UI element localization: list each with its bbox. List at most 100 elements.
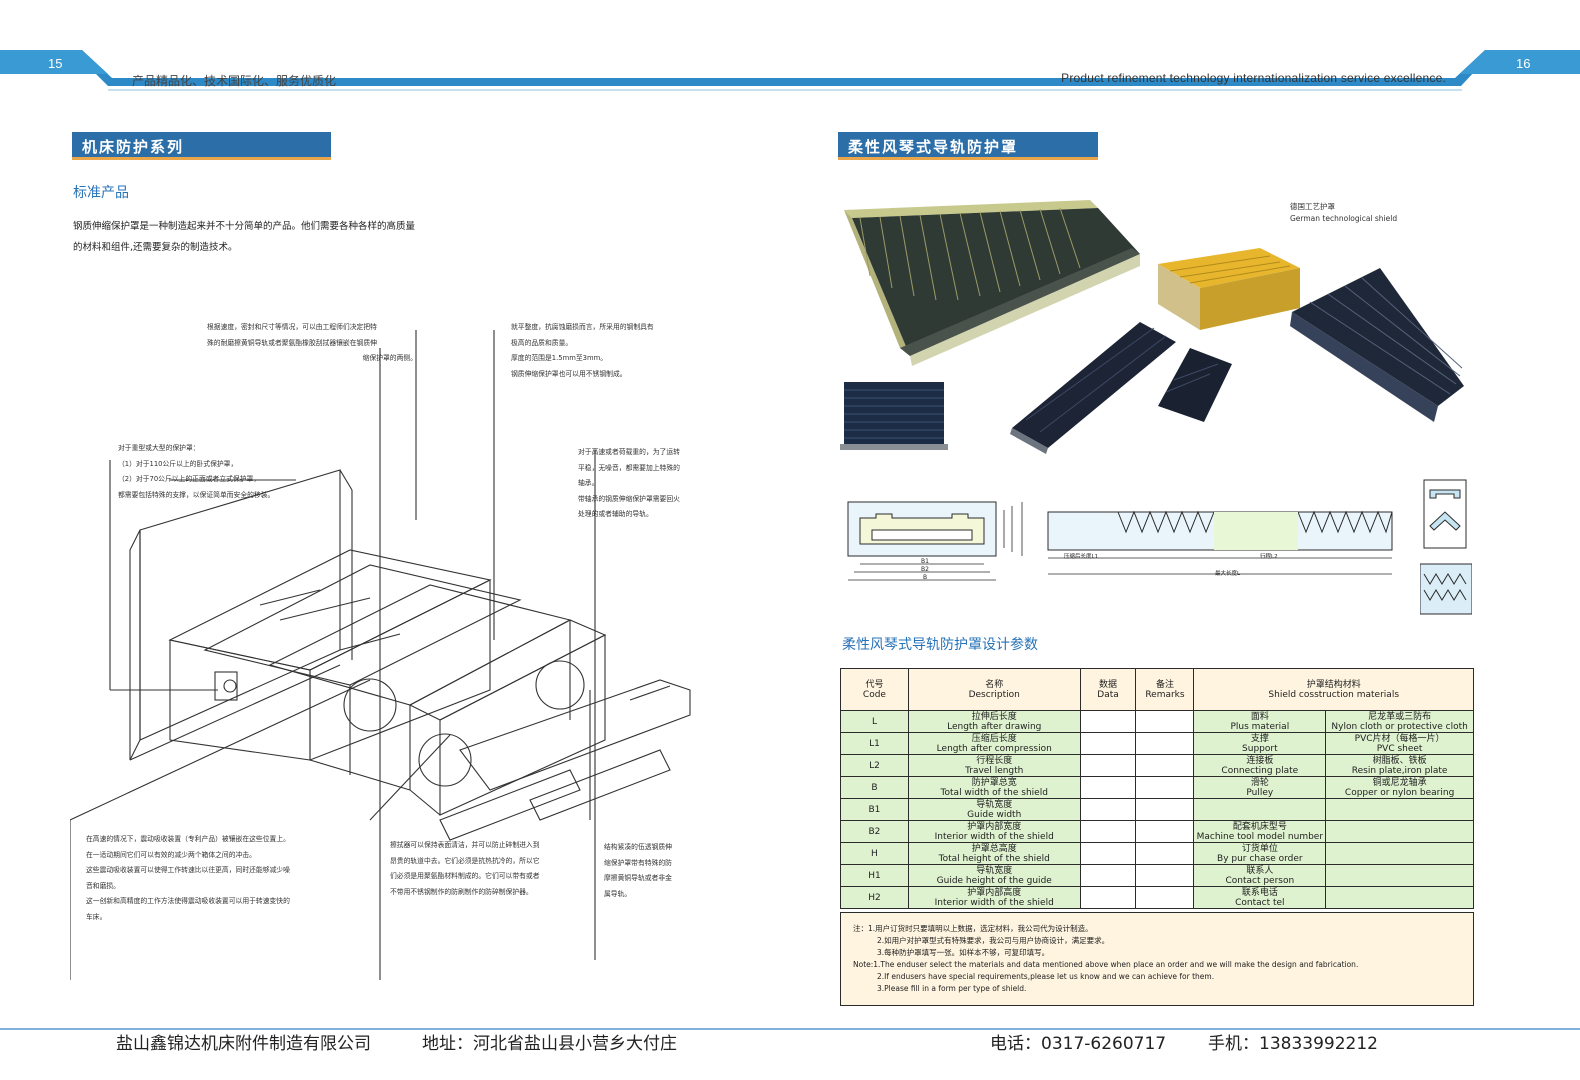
note-bottom-3: 结构紧凑的伍透钢质伸 缩保护罩带有特殊的防 摩擦黄铜导轨或者非金 属导轨。 [604,840,709,902]
table-cell-data [1079,710,1137,733]
note-bottom-1: 在高速的情况下，震动吸收装置（专利产品）被镶嵌在这些位置上。 在一适动期间它们可… [86,832,386,925]
intro-line: 钢质伸缩保护罩是一种制造起来并不十分简单的产品。他们需要各种各样的高质量 [73,221,416,232]
german-label: 德国工艺护罩 German technological shield [1290,201,1397,225]
long-bellows-shield [844,200,1140,366]
upright-bellows-shield [1158,348,1232,422]
table-cell-code: B [840,776,909,799]
left-subtitle: 标准产品 [73,185,129,201]
side-view-diagram [1047,510,1393,575]
note-line: （1）对于110公斤以上的卧式保护罩， [118,459,238,468]
cell-text: B1 [868,804,881,815]
label-compressed: 压缩后长度L1 [1064,554,1099,560]
note-line: 缩保护罩的两侧。 [362,354,417,362]
note-line: 结构紧凑的伍透钢质伸 [604,843,672,851]
table-cell-val: PVC片材（每格一片）PVC sheet [1325,732,1474,755]
table-cell-rem [1135,710,1195,733]
label-travel: 行程L2 [1260,554,1278,560]
cell-text: Travel length [965,765,1024,776]
cell-text: Total height of the shield [938,853,1050,864]
note-line: Note:1.The enduser select the materials … [853,960,1359,969]
cell-text: 滑轮 [1250,777,1269,788]
table-cell-mat [1193,798,1327,821]
note-mid-right: 对于高速或者荷载重的，为了运转 平稳，无噪音，都需要加上特殊的 轴承。 带轴承的… [578,445,718,523]
cell-text: Connecting plate [1221,765,1299,776]
note-line: 就平整度，抗腐蚀磨损而言，所采用的钢制具有 [511,323,654,331]
cell-text: 护罩内部宽度 [967,821,1022,832]
note-line: 在高速的情况下，震动吸收装置（专利产品）被镶嵌在这些位置上。 [86,835,290,843]
right-slogan: Product refinement technology internatio… [1061,71,1446,85]
note-line: 在一适动期间它们可以有效的减少两个箱体之间的冲击。 [86,850,256,859]
table-title: 柔性风琴式导轨防护罩设计参数 [842,637,1038,653]
cell-text: Copper or nylon bearing [1344,787,1455,798]
flat-bellows-shield [840,382,948,450]
cell-text: Nylon cloth or protective cloth [1331,721,1468,732]
cell-text: 配套机床型号 [1232,821,1287,832]
note-line: 音和磨损。 [86,881,120,890]
table-cell-code: H1 [840,864,909,887]
table-cell-rem [1135,754,1195,777]
cell-text: 铜或尼龙轴承 [1372,777,1427,788]
right-section-banner: 柔性风琴式导轨防护罩 [838,132,1098,160]
cell-text: H2 [868,892,881,903]
table-cell-data [1079,820,1137,843]
cell-text: PVC sheet [1376,743,1423,754]
note-line: 带轴承的钢质伸缩保护罩需要回火 [578,494,680,503]
note-line: 车床。 [86,912,107,921]
note-line: 都需要包括特殊的支撑，以保证简单而安全的移装。 [118,490,275,499]
footer-mobile: 手机：13833992212 [1208,1034,1378,1054]
note-line: 不带用不锈钢制作的防刷制作的防碎制保护器。 [390,887,533,896]
note-line: 摩擦黄铜导轨或者非金 [604,874,672,882]
label-max-length: 最大长度L [1215,571,1241,577]
footer-phone: 电话：0317-6260717 [990,1034,1167,1054]
note-line: 们必须是用聚氨酯材料制成的。它们可以带有或者 [390,872,540,880]
cell-text: 树脂板、铁板 [1372,755,1427,766]
left-slogan: 产品精品化、技术国际化、服务优质化 [132,74,337,88]
table-cell-rem [1135,842,1195,865]
table-cell-val [1325,886,1474,909]
right-page-number: 16 [1516,56,1531,71]
cell-text: 支撑 [1250,733,1269,744]
yellow-bellows-shield [1158,248,1300,330]
cell-text: 联系电话 [1241,887,1278,898]
note-line: 平稳，无噪音，都需要加上特殊的 [578,463,680,472]
product-photos [840,200,1464,454]
label-b: B [922,574,928,581]
right-bellows-shield [1290,268,1464,422]
cell-text: 防护罩总宽 [971,777,1017,788]
table-cell-data [1079,886,1137,909]
cell-text: Resin plate,iron plate [1351,765,1448,776]
cell-text: B [871,782,878,793]
table-cell-code: H [840,842,909,865]
table-cell-code: B2 [840,820,909,843]
cell-text: Length after compression [936,743,1052,754]
left-intro: 钢质伸缩保护罩是一种制造起来并不十分简单的产品。他们需要各种各样的高质量 的材料… [73,216,415,258]
table-cell-rem [1135,776,1195,799]
table-cell-rem [1135,820,1195,843]
profile-icons [1420,479,1472,615]
table-cell-code: L2 [840,754,909,777]
table-cell-data [1079,754,1137,777]
cell-text: 导轨宽度 [976,799,1013,810]
table-cell-data [1079,776,1137,799]
footer-divider [0,1028,1580,1030]
note-bottom-2: 擦拭器可以保持表面清洁，并可以防止碎制进入到 昂贵的轨道中去。它们必须是抗热抗冷… [390,838,595,900]
